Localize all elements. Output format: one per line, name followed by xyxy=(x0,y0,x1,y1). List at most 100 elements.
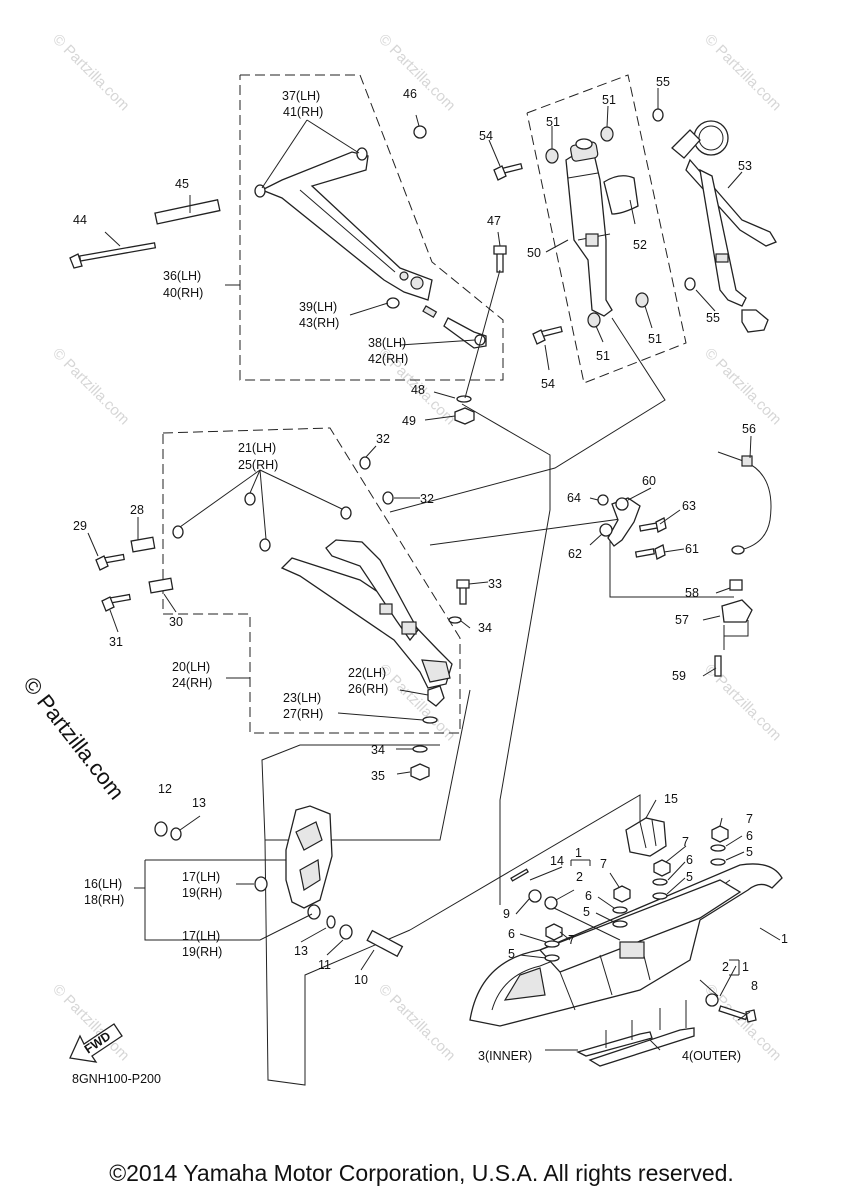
label: 63 xyxy=(682,499,696,513)
nut-35 xyxy=(410,763,430,781)
label: 34 xyxy=(371,743,385,757)
washer-6-d xyxy=(544,940,560,948)
washer-23 xyxy=(422,716,438,724)
bushing-17-top xyxy=(254,876,268,892)
tie-rod-end-60 xyxy=(607,497,641,547)
nut-7-b xyxy=(653,859,671,877)
label: 5 xyxy=(508,947,515,961)
washer-34-top xyxy=(448,616,462,624)
ball-joint-22 xyxy=(427,685,445,707)
label: 43(RH) xyxy=(299,316,339,330)
shock-boundary xyxy=(526,74,687,384)
bushing-21-a xyxy=(244,492,256,506)
nut-64 xyxy=(597,494,609,506)
upper-arm-boundary xyxy=(239,74,504,381)
label: 45 xyxy=(175,177,189,191)
label: 35 xyxy=(371,769,385,783)
washer-48 xyxy=(456,395,472,403)
ski-group xyxy=(469,799,783,1067)
shock-tool-53 xyxy=(671,120,777,333)
label: 54 xyxy=(479,129,493,143)
label: 23(LH) xyxy=(283,691,321,705)
watermark: © Partzilla.com xyxy=(49,31,132,114)
bushing-25-a xyxy=(259,538,271,552)
nut-7-a xyxy=(711,825,729,843)
washer-34-bottom xyxy=(412,745,428,753)
label: 56 xyxy=(742,422,756,436)
label: 51 xyxy=(546,115,560,129)
label: 17(LH) xyxy=(182,870,220,884)
label: 27(RH) xyxy=(283,707,323,721)
label: 36(LH) xyxy=(163,269,201,283)
label: 58 xyxy=(685,586,699,600)
cable-56 xyxy=(717,451,772,551)
label: 41(RH) xyxy=(283,105,323,119)
watermark: © Partzilla.com xyxy=(701,661,784,744)
bushing-21-b xyxy=(359,456,371,470)
upper-arm-group xyxy=(69,74,507,425)
label: 1 xyxy=(742,960,749,974)
bushing-51-top-left xyxy=(545,148,559,164)
label: 64 xyxy=(567,491,581,505)
runner-4-outer xyxy=(588,1027,695,1067)
label: 29 xyxy=(73,519,87,533)
collar-55-bottom xyxy=(684,277,696,291)
washer-5-b xyxy=(652,892,668,900)
bushing-17-bottom xyxy=(307,904,321,920)
label: 61 xyxy=(685,542,699,556)
label: 39(LH) xyxy=(299,300,337,314)
washer-13-top xyxy=(170,827,182,841)
part-labels: 37(LH) 41(RH) 46 45 44 36(LH) 40(RH) 39(… xyxy=(72,75,788,1086)
label: 33 xyxy=(488,577,502,591)
washer-5-d xyxy=(544,954,560,962)
label: 2 xyxy=(576,870,583,884)
label: 32 xyxy=(376,432,390,446)
label: 54 xyxy=(541,377,555,391)
label: 25(RH) xyxy=(238,458,278,472)
label: 20(LH) xyxy=(172,660,210,674)
shock-group xyxy=(488,74,777,384)
nut-7-c xyxy=(613,885,631,903)
collar-45 xyxy=(154,199,221,225)
washer-6-b xyxy=(652,878,668,886)
bolt-31 xyxy=(108,593,131,604)
label: 51 xyxy=(602,93,616,107)
collar-11 xyxy=(339,924,353,940)
label: 37(LH) xyxy=(282,89,320,103)
bushing-25-b xyxy=(172,525,184,539)
watermark: © Partzilla.com xyxy=(701,31,784,114)
label: 21(LH) xyxy=(238,441,276,455)
label: 47 xyxy=(487,214,501,228)
bushing-51-top-right xyxy=(600,126,614,142)
label: 6 xyxy=(746,829,753,843)
collar-32-b xyxy=(382,491,394,505)
bolt-33 xyxy=(459,585,467,605)
copyright-notice: ©2014 Yamaha Motor Corporation, U.S.A. A… xyxy=(109,1160,734,1186)
runner-3-inner xyxy=(576,1031,653,1057)
bolt-61 xyxy=(634,548,656,558)
label: 13 xyxy=(192,796,206,810)
label: 16(LH) xyxy=(84,877,122,891)
label: 1 xyxy=(575,846,582,860)
bracket-57 xyxy=(721,599,753,623)
label: 59 xyxy=(672,669,686,683)
label: 3(INNER) xyxy=(478,1049,532,1063)
fwd-arrow-icon xyxy=(69,1023,123,1063)
label: 8 xyxy=(751,979,758,993)
label: 62 xyxy=(568,547,582,561)
label: 22(LH) xyxy=(348,666,386,680)
drawing-code: 8GNH100-P200 xyxy=(72,1072,161,1086)
handle-15 xyxy=(625,817,667,857)
label: 26(RH) xyxy=(348,682,388,696)
washer-13-bottom xyxy=(326,915,336,929)
label: 6 xyxy=(508,927,515,941)
label: 12 xyxy=(158,782,172,796)
label: 24(RH) xyxy=(172,676,212,690)
label: 10 xyxy=(354,973,368,987)
collar-62 xyxy=(599,523,613,537)
label: 32 xyxy=(420,492,434,506)
nut-39 xyxy=(386,297,400,309)
sticker-52 xyxy=(603,175,639,215)
fwd-arrow: FWD xyxy=(69,1023,123,1063)
